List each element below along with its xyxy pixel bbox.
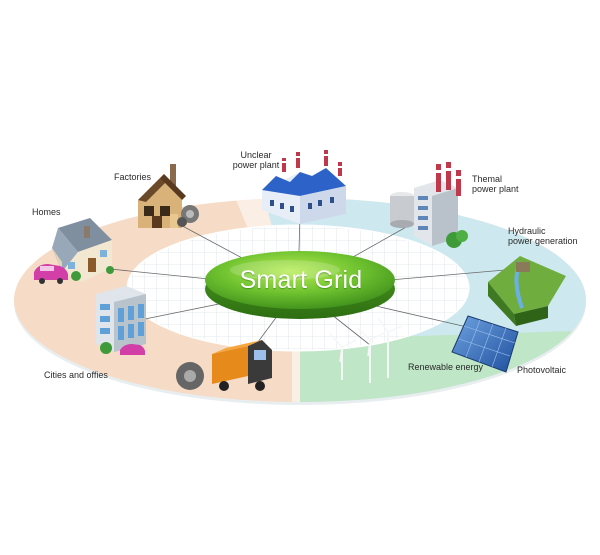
label-cities: Cities and offies — [44, 370, 108, 380]
house-icon — [52, 218, 114, 282]
smart-grid-hub — [205, 251, 395, 319]
label-thermal-line2: power plant — [472, 184, 519, 194]
label-homes: Homes — [32, 207, 61, 217]
thermal-plant-icon — [390, 162, 468, 248]
hydraulic-icon — [488, 256, 566, 326]
label-hydraulic-line2: power generation — [508, 236, 578, 246]
label-thermal: Themal power plant — [472, 174, 519, 194]
label-thermal-line1: Themal — [472, 174, 503, 184]
truck-icon — [176, 340, 272, 391]
label-renewable: Renewable energy — [408, 362, 484, 372]
label-photovoltaic: Photovoltaic — [517, 365, 567, 375]
label-nuclear: Unclear power plant — [226, 150, 286, 170]
wind-turbine-icon — [329, 317, 403, 383]
car-icon — [34, 264, 68, 284]
label-hydraulic-line1: Hydraulic — [508, 226, 546, 236]
solar-panel-icon — [451, 315, 519, 373]
label-hydraulic: Hydraulic power generation — [508, 226, 578, 246]
factory-icon — [138, 164, 186, 228]
nuclear-plant-icon — [262, 150, 346, 224]
gear-icon — [177, 205, 199, 227]
office-building-icon — [96, 286, 146, 355]
label-nuclear-line1: Unclear — [240, 150, 272, 160]
label-factories: Factories — [114, 172, 152, 182]
diagram-title: Smart Grid — [239, 266, 363, 294]
label-nuclear-line2: power plant — [232, 160, 280, 170]
